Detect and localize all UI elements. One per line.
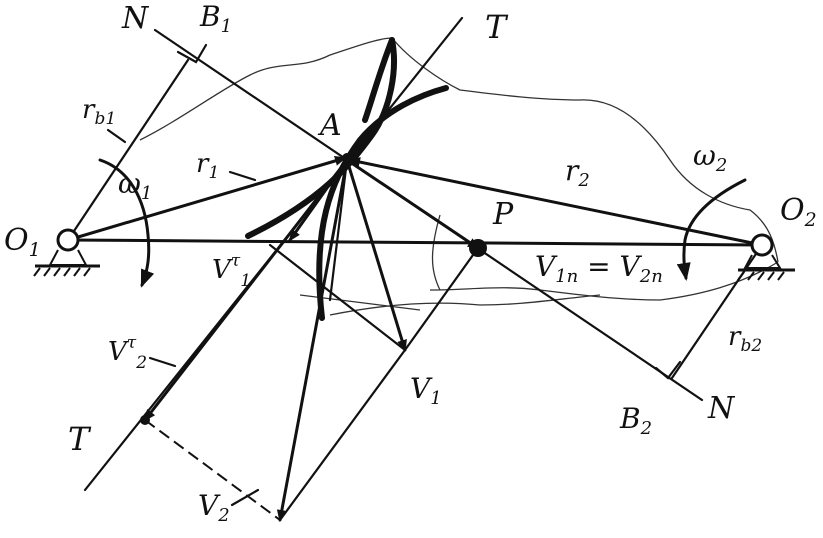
construct-Vt1-to-V1 <box>268 243 407 352</box>
label-A: A <box>317 108 342 143</box>
tooth-profile-3 <box>362 37 395 123</box>
rb1-leader <box>106 128 127 144</box>
label-Vt1: Vτ1 <box>212 251 251 291</box>
label-O2: O2 <box>780 193 817 231</box>
Vt2-leader <box>148 356 177 368</box>
label-B2: B2 <box>619 402 652 439</box>
label-N-top: N <box>121 1 150 36</box>
label-O1: O1 <box>4 223 41 261</box>
pivot-O1 <box>33 228 100 277</box>
tooth-profile-2 <box>316 85 449 321</box>
point-A <box>342 153 352 163</box>
radius-r2 <box>348 157 764 247</box>
right-angle-B1 <box>176 43 208 64</box>
construct-V1-tip-to-P <box>403 246 480 352</box>
label-rb2: rb2 <box>728 322 762 356</box>
label-r1: r1 <box>196 149 219 183</box>
label-B1: B1 <box>199 0 232 37</box>
right-angle-B2 <box>654 360 682 380</box>
tooth-profile-1 <box>245 37 397 239</box>
velocity-Vt2 <box>143 158 349 422</box>
body-outline-1 <box>139 37 779 311</box>
construct-V1-to-V2 <box>278 348 407 522</box>
point-P <box>469 239 487 257</box>
point-Vt2-tip <box>140 415 150 425</box>
velocity-V1 <box>345 158 407 352</box>
label-rb1: rb1 <box>82 95 116 129</box>
omega2-rotation-arrow <box>676 178 747 281</box>
label-Vt2: Vτ2 <box>108 333 147 373</box>
label-N-bottom: N <box>707 391 736 426</box>
label-V1n-eq-V2n: V1n = V2n <box>535 250 663 287</box>
label-V2: V2 <box>198 489 230 526</box>
label-T-bottom: T <box>68 420 92 458</box>
radius-r1 <box>66 156 347 242</box>
r1-leader <box>228 170 257 182</box>
vector-A-to-P-mid <box>328 158 349 302</box>
construct-Vt2-to-V2 <box>144 419 281 521</box>
base-radius-rb1 <box>66 58 190 242</box>
velocity-V2 <box>276 158 349 522</box>
label-omega2: ω2 <box>693 139 727 176</box>
label-P: P <box>492 197 514 232</box>
velocity-A-to-P <box>345 158 480 250</box>
omega1-rotation-arrow <box>98 158 155 288</box>
label-T-top: T <box>485 8 509 46</box>
pivot-O2 <box>737 233 795 281</box>
V2-leader <box>230 488 260 507</box>
label-r2: r2 <box>565 154 590 191</box>
label-V1: V1 <box>410 372 442 409</box>
center-line-O1O2 <box>66 238 764 247</box>
label-omega1: ω1 <box>118 167 152 204</box>
